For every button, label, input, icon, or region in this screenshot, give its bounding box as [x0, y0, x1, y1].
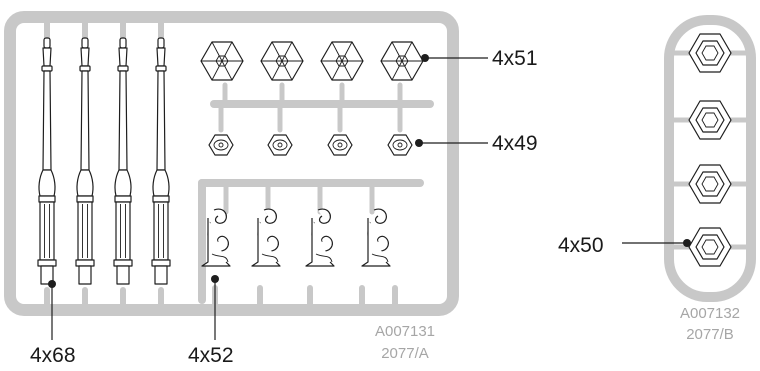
- large-hex-shade: [380, 41, 424, 81]
- callout-large-hex: 4x51: [492, 47, 538, 70]
- lamp-post-parts: [37, 37, 171, 285]
- leader-dot: [415, 139, 423, 147]
- callout-small-hex: 4x49: [492, 132, 538, 155]
- scroll-bracket: [361, 208, 391, 267]
- callout-posts: 4x68: [30, 344, 76, 367]
- sprue-b-label: 2077/B: [686, 326, 734, 343]
- scroll-bracket: [251, 208, 281, 267]
- small-hex-parts: [208, 134, 413, 156]
- callout-side-hex: 4x50: [558, 234, 604, 257]
- large-hex-shade: [260, 41, 304, 81]
- leader-dot: [421, 54, 429, 62]
- leader-lines: [48, 54, 691, 340]
- callout-scrolls: 4x52: [188, 344, 234, 367]
- large-hex-shade: [320, 41, 364, 81]
- side-hex-nut: [688, 33, 732, 73]
- sprue-a-frame: [4, 11, 459, 316]
- side-hex-nut: [688, 100, 732, 140]
- lamp-post: [151, 37, 171, 285]
- side-hex-nut: [688, 227, 732, 267]
- side-hex-nut: [688, 164, 732, 204]
- leader-dot: [48, 280, 56, 288]
- scroll-bracket: [305, 208, 335, 267]
- leader-dot: [211, 275, 219, 283]
- sprue-a-label: 2077/A: [381, 345, 429, 362]
- sprue-a-code: A007131: [375, 323, 435, 340]
- sprue-b-code: A007132: [680, 305, 740, 322]
- sprue-b-frame: [664, 15, 756, 302]
- small-hex-cap: [267, 134, 293, 156]
- lamp-post: [37, 37, 57, 285]
- lamp-post: [113, 37, 133, 285]
- large-hex-parts: [200, 41, 424, 81]
- small-hex-cap: [387, 134, 413, 156]
- side-hex-parts: [688, 33, 732, 267]
- large-hex-shade: [200, 41, 244, 81]
- scroll-bracket: [201, 208, 231, 267]
- scroll-bracket-parts: [201, 208, 391, 267]
- leader-dot: [683, 239, 691, 247]
- lamp-post: [75, 37, 95, 285]
- small-hex-cap: [208, 134, 234, 156]
- small-hex-cap: [327, 134, 353, 156]
